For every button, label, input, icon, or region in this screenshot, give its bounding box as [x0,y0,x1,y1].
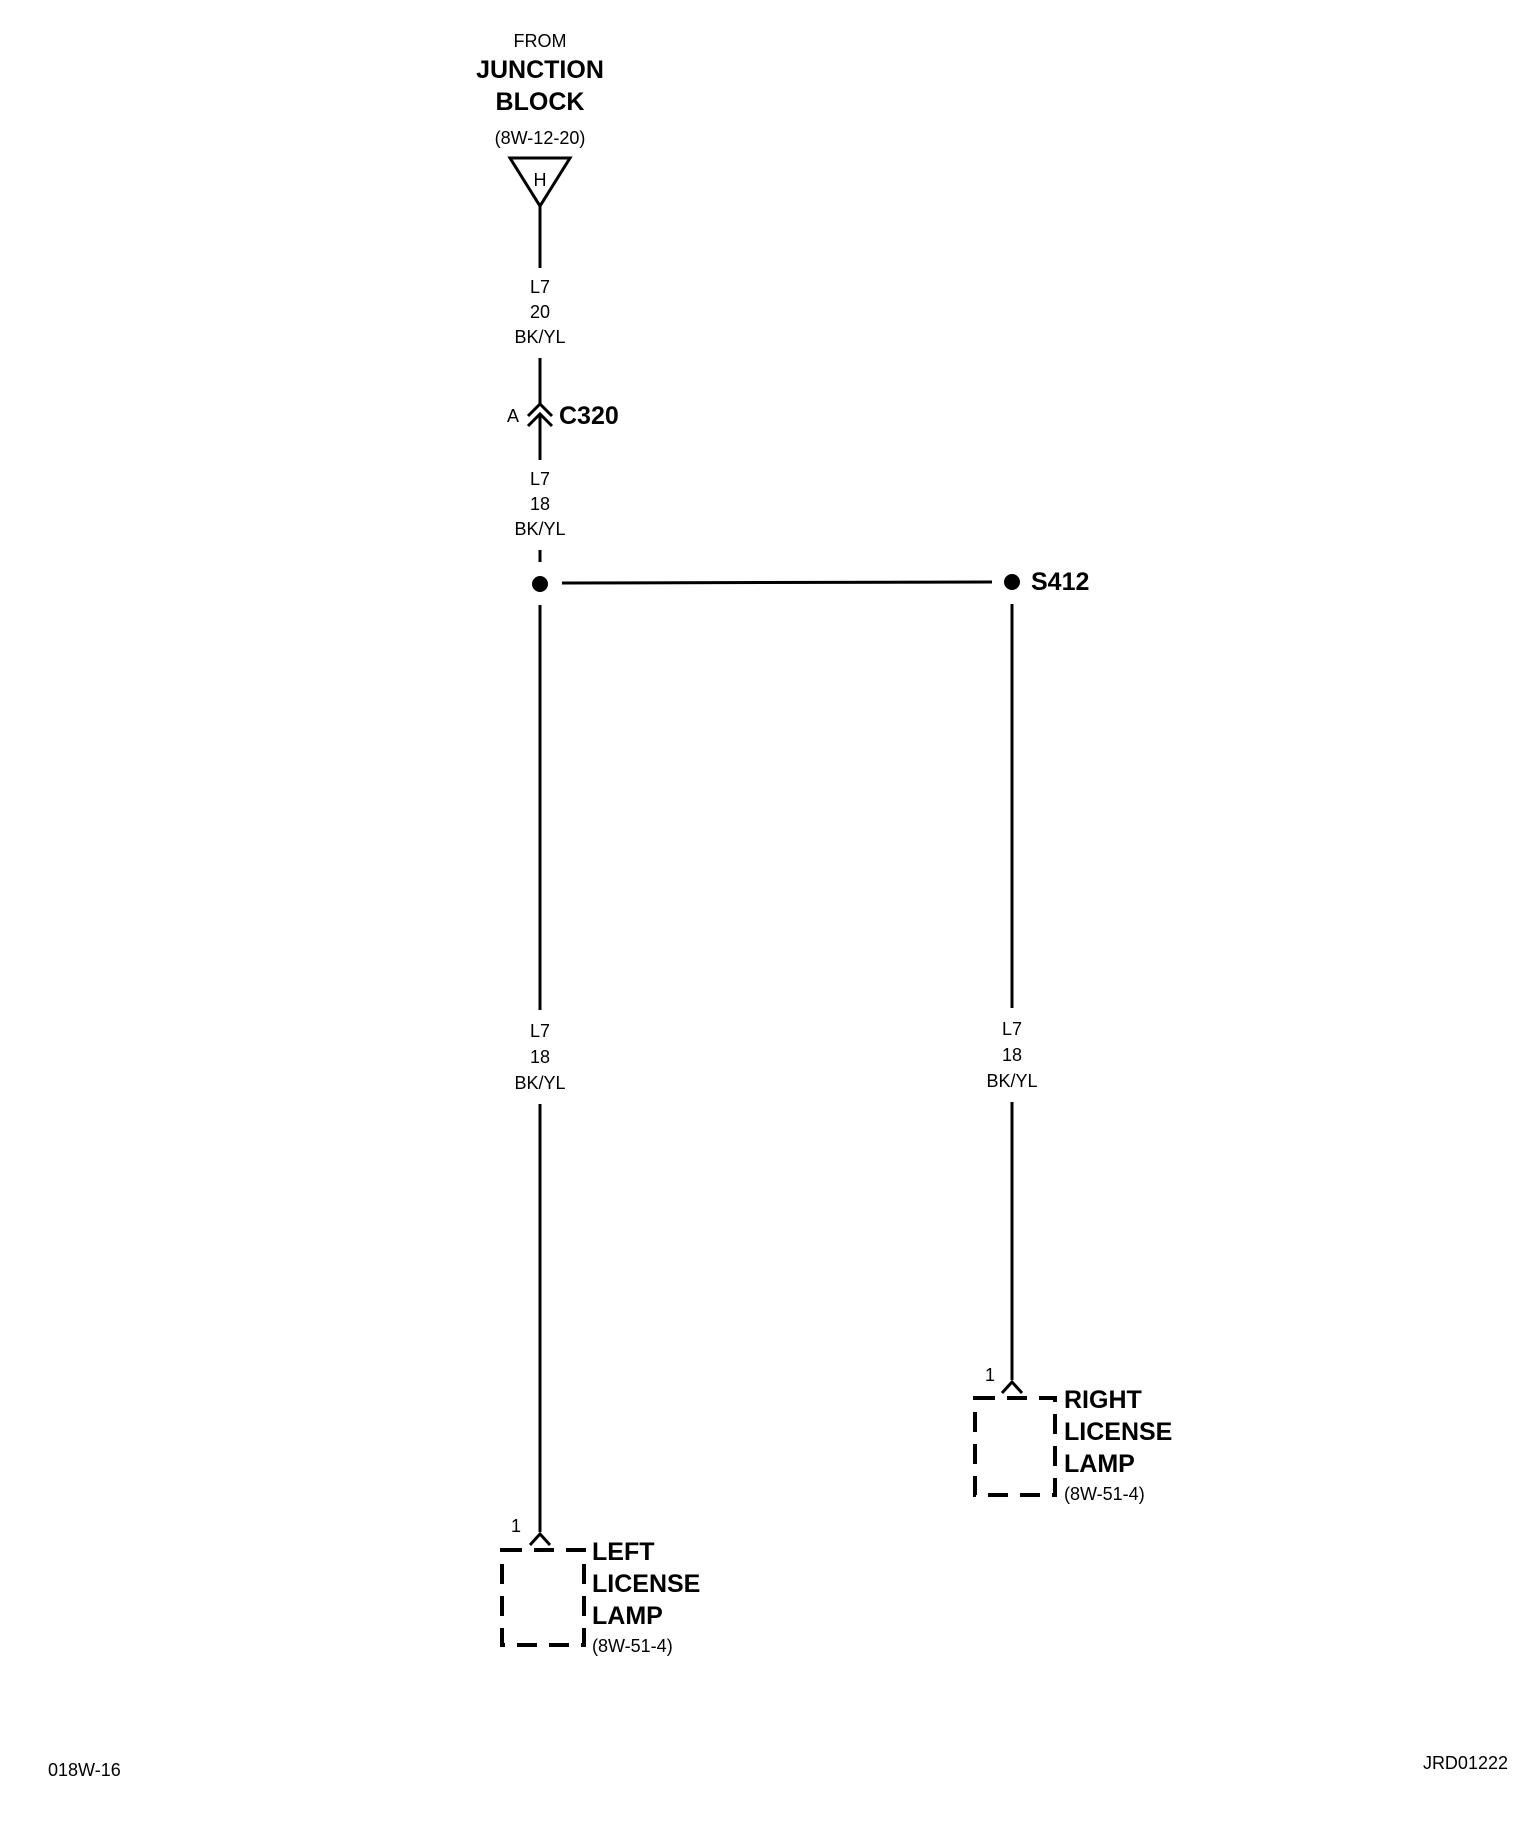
connector-c320-cavity: A [507,406,519,426]
splice-node-right-icon [1004,574,1020,590]
wire-middle-color: BK/YL [514,519,565,539]
wire-left-gauge: 18 [530,1047,550,1067]
left-lamp-name-line2: LICENSE [592,1570,700,1598]
wire-left-circuit: L7 [530,1021,550,1041]
page-code: 018W-16 [48,1760,121,1780]
right-lamp-terminal-icon [1000,1379,1024,1395]
junction-block-title-line1: JUNCTION [476,56,604,84]
junction-block-ref: (8W-12-20) [495,128,586,148]
left-lamp-name-line1: LEFT [592,1538,655,1566]
junction-block-pin: H [534,170,547,190]
right-license-lamp-box [973,1396,1057,1497]
wire-upper-color: BK/YL [514,327,565,347]
splice-s412-label: S412 [1031,568,1089,596]
wire-right-gauge: 18 [1002,1045,1022,1065]
drawing-id: JRD01222 [1423,1753,1508,1773]
wire-left-color: BK/YL [514,1073,565,1093]
junction-block-terminal-icon [507,156,573,209]
wire-middle-circuit: L7 [530,469,550,489]
right-lamp-name-line2: LICENSE [1064,1418,1172,1446]
right-lamp-pin: 1 [985,1365,995,1385]
left-lamp-terminal-icon [528,1531,552,1547]
connector-c320-label: C320 [559,402,619,430]
left-lamp-pin: 1 [511,1516,521,1536]
right-lamp-name-line3: LAMP [1064,1450,1135,1478]
right-lamp-ref: (8W-51-4) [1064,1484,1145,1504]
junction-block-title-line2: BLOCK [496,88,585,116]
wire-upper-circuit: L7 [530,277,550,297]
splice-bus-wire [561,580,993,585]
right-lamp-name-line1: RIGHT [1064,1386,1142,1414]
wire-middle-gauge: 18 [530,494,550,514]
wire-upper-gauge: 20 [530,302,550,322]
from-label: FROM [514,31,567,51]
left-license-lamp-box [500,1548,586,1647]
left-lamp-name-line3: LAMP [592,1602,663,1630]
wire-right-color: BK/YL [986,1071,1037,1091]
splice-node-left-icon [532,576,548,592]
wire-right-circuit: L7 [1002,1019,1022,1039]
left-lamp-ref: (8W-51-4) [592,1636,673,1656]
